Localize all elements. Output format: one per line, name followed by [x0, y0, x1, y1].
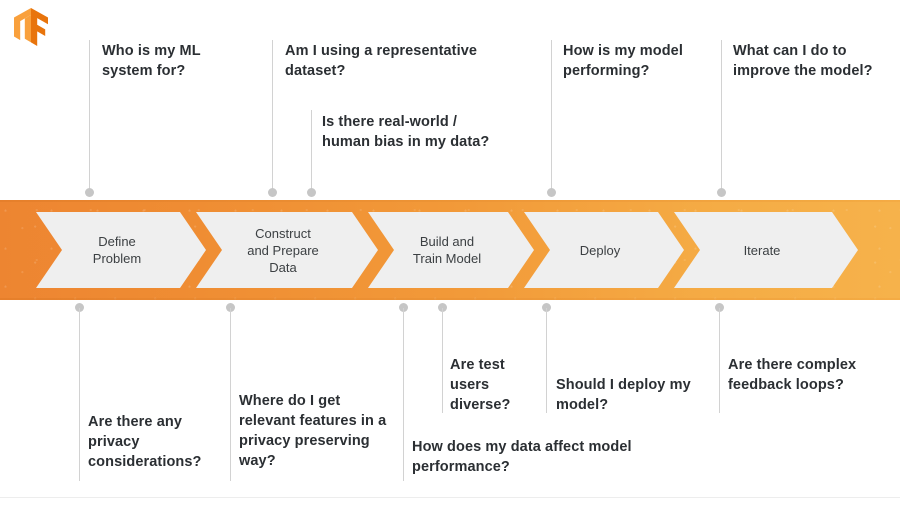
- pipeline-band-top-edge: [0, 200, 900, 202]
- connector-dot-top-1: [85, 188, 94, 197]
- connector-dot-bottom-2: [226, 303, 235, 312]
- question-bottom-4: How does my data affect model performanc…: [412, 439, 632, 475]
- connector-dot-top-3: [307, 188, 316, 197]
- pipeline-stage-deploy[interactable]: Deploy: [524, 212, 684, 288]
- connector-dot-bottom-3: [399, 303, 408, 312]
- question-top-2: Am I using a representative dataset?: [285, 43, 478, 79]
- question-top-3: Is there real-world / human bias in my d…: [322, 114, 490, 150]
- connector-line-bottom-3: [403, 308, 404, 481]
- connector-line-bottom-4: [442, 308, 443, 413]
- pipeline-band-bottom-edge: [0, 298, 900, 300]
- question-top-1: Who is my ML system for?: [102, 43, 201, 79]
- footer-divider: [0, 497, 900, 498]
- connector-line-bottom-5: [546, 308, 547, 413]
- connector-dot-top-5: [717, 188, 726, 197]
- pipeline-stage-label: Iterate: [743, 242, 781, 258]
- question-bottom-5: Should I deploy my model?: [556, 377, 691, 413]
- question-bottom-1: Are there any privacy considerations?: [88, 414, 202, 470]
- connector-line-top-5: [721, 40, 722, 193]
- tensorflow-logo: [14, 8, 48, 46]
- pipeline-stage-iterate[interactable]: Iterate: [674, 212, 858, 288]
- question-top-4: How is my model performing?: [563, 43, 683, 79]
- question-bottom-2: Where do I get relevant features in a pr…: [239, 393, 387, 469]
- connector-line-top-1: [89, 40, 90, 193]
- connector-dot-bottom-4: [438, 303, 447, 312]
- connector-line-bottom-1: [79, 308, 80, 481]
- pipeline-stage-label: Deploy: [579, 242, 621, 258]
- connector-dot-top-4: [547, 188, 556, 197]
- connector-dot-bottom-1: [75, 303, 84, 312]
- question-bottom-3: Are test users diverse?: [450, 357, 511, 413]
- connector-line-top-3: [311, 110, 312, 193]
- connector-line-top-2: [272, 40, 273, 193]
- connector-dot-bottom-5: [542, 303, 551, 312]
- connector-line-top-4: [551, 40, 552, 193]
- connector-dot-bottom-6: [715, 303, 724, 312]
- question-bottom-6: Are there complex feedback loops?: [728, 357, 857, 393]
- question-top-5: What can I do to improve the model?: [733, 43, 873, 79]
- connector-line-bottom-6: [719, 308, 720, 413]
- connector-line-bottom-2: [230, 308, 231, 481]
- connector-dot-top-2: [268, 188, 277, 197]
